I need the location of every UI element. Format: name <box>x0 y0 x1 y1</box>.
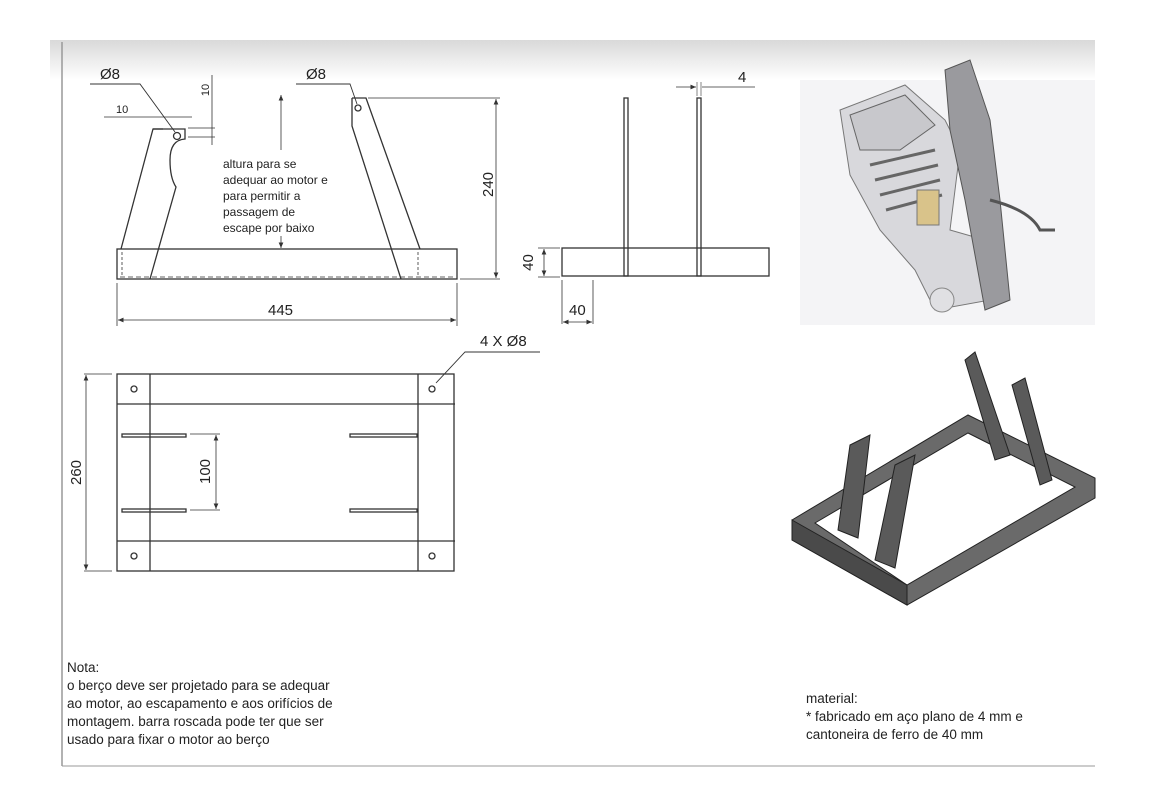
dim-100: 100 <box>197 458 215 485</box>
side-right-bracket <box>351 97 421 280</box>
height-annotation: altura para se adequar ao motor e para p… <box>223 156 328 236</box>
top-hole-2 <box>428 385 436 393</box>
upright-2 <box>874 454 916 569</box>
top-frame-outer <box>116 373 455 572</box>
note-block: Nota: o berço deve ser projetado para se… <box>67 660 333 747</box>
side-right-hole <box>354 104 362 112</box>
dim-10-horizontal: 10 <box>116 104 129 116</box>
side-view <box>90 75 500 326</box>
dim-10-vertical: 10 <box>200 83 213 97</box>
front-view <box>538 82 770 325</box>
dim-240: 240 <box>480 171 498 198</box>
dim-thickness-4: 4 <box>738 69 747 86</box>
side-left-hole <box>172 131 182 141</box>
top-hole-3 <box>130 552 138 560</box>
side-left-hole-label: Ø8 <box>100 66 121 83</box>
front-base-bar <box>561 247 770 277</box>
upright-3 <box>964 351 1011 461</box>
top-hole-1 <box>130 385 138 393</box>
dim-front-width-40: 40 <box>569 302 586 319</box>
material-block: material: * fabricado em aço plano de 4 … <box>806 691 1023 742</box>
engine-photo <box>800 59 1095 325</box>
upright-4 <box>1011 377 1053 486</box>
frame-3d-render <box>791 351 1096 606</box>
dim-260: 260 <box>68 459 86 486</box>
side-right-hole-label: Ø8 <box>306 66 327 83</box>
upright-1 <box>837 434 871 539</box>
top-hole-4 <box>428 552 436 560</box>
top-view <box>83 351 540 572</box>
front-post-right <box>696 97 702 277</box>
dim-445: 445 <box>268 302 294 319</box>
side-base-bar <box>116 248 458 280</box>
holes-label: 4 X Ø8 <box>480 333 527 350</box>
dim-front-height-40: 40 <box>519 254 537 271</box>
material-title: material: <box>806 691 858 706</box>
front-post-left <box>623 97 629 277</box>
top-shade-band <box>50 40 1095 80</box>
note-title: Nota: <box>67 660 100 675</box>
top-plate <box>121 433 187 438</box>
side-left-bracket <box>120 128 186 280</box>
